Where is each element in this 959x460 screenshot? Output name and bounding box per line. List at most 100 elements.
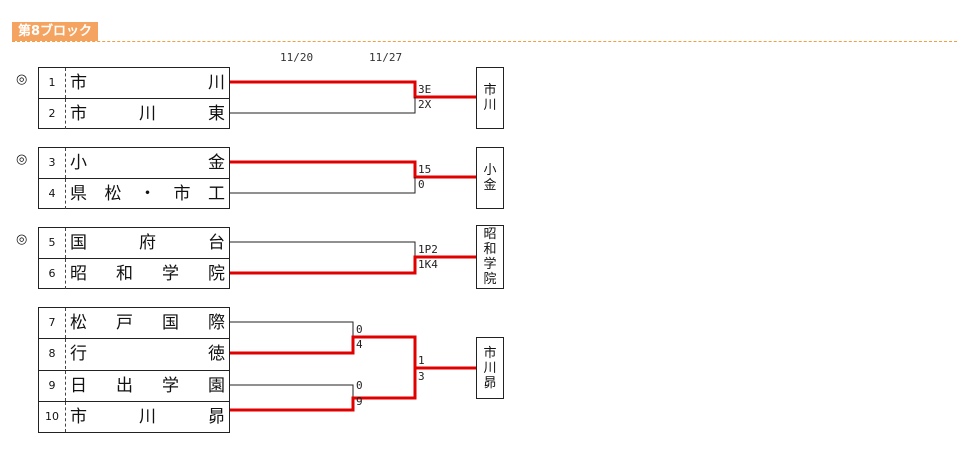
lose-line [230,321,354,337]
team-name-char: 松 [70,313,87,333]
winner-box: 市川 [476,67,504,129]
winner-name-char: 小 [483,163,497,178]
team-name-char: 市 [70,73,87,93]
team-name-char: 学 [162,376,179,396]
team-name-char: 川 [208,73,225,93]
team-name: 行徳 [70,339,225,369]
team-row: 5 国府台 [39,228,229,258]
score: 1K4 [418,258,438,271]
team-name-char: 金 [208,153,225,173]
team-name-char: 院 [208,264,225,284]
team-row: 1 市川 [39,68,229,98]
team-name-char: 園 [208,376,225,396]
team-name-char: 徳 [208,344,225,364]
team-name: 市川昴 [70,402,225,432]
team-row: 6 昭和学院 [39,258,229,289]
score: 1 [418,354,425,367]
match-3-lines [230,241,476,275]
win-line [230,366,476,412]
team-name-char: 学 [162,264,179,284]
match-5-lines [230,366,476,412]
winner-box: 市川昴 [476,337,504,399]
round2-date: 11/27 [369,51,403,64]
seed-number: 7 [39,308,66,338]
block-title: 第8ブロック [12,22,99,41]
team-row: 9 日出学園 [39,370,229,401]
lose-line [230,384,354,400]
team-name-char: 市 [70,104,87,124]
lose-line [230,241,416,257]
team-name: 県松・市工 [70,179,225,209]
lose-line [230,177,416,194]
winner-name-char: 昭 [483,227,497,242]
winner-name-char: 川 [483,360,497,376]
team-name-char: 和 [116,264,133,284]
team-name: 日出学園 [70,371,225,401]
score: 0 [418,178,425,191]
team-name-char: 日 [70,376,87,396]
winner-name-char: 市 [483,83,497,98]
team-name: 松戸国際 [70,308,225,338]
team-name-char: 府 [139,233,156,253]
match-4-lines [230,321,417,368]
seed-number: 10 [39,402,66,432]
team-name-char: 小 [70,153,87,173]
winner-box: 昭和学院 [476,225,504,289]
match-1-lines [230,80,476,114]
winner-box: 小金 [476,147,504,209]
team-name-char: 東 [208,104,225,124]
score: 2X [418,98,432,111]
winner-name-char: 市 [483,345,497,361]
team-name-char: 際 [208,313,225,333]
team-row: 7 松戸国際 [39,308,229,338]
seed-mark: ◎ [16,152,28,167]
team-name: 市川東 [70,99,225,129]
win-line [230,335,417,368]
team-name-char: 川 [139,407,156,427]
score: 15 [418,163,432,176]
score: 4 [356,338,363,351]
seed-number: 4 [39,179,66,209]
seed-mark: ◎ [16,232,28,247]
team-row: 2 市 川 東 [39,98,229,129]
lose-line [230,97,416,114]
team-name: 小金 [70,148,225,178]
winner-name-char: 院 [483,272,497,287]
team-row: 3 小金 [39,148,229,178]
score: 9 [356,395,363,408]
team-pair-2: 3 小金 4 県松・市工 [38,147,230,209]
winner-name-char: 金 [483,178,497,193]
winner-name-char: 学 [483,257,497,272]
team-row: 8 行徳 [39,338,229,369]
team-pair-1: 1 市川 2 市川東 [38,67,230,129]
seed-number: 2 [39,99,66,129]
score: 3E [418,83,432,96]
team-group-4: 7 松戸国際 8 行徳 9 日出学園 10 市川昴 [38,307,230,433]
winner-name-char: 和 [483,242,497,257]
team-row: 4 県松・市工 [39,178,229,209]
match-2-lines [230,160,476,194]
seed-mark: ◎ [16,72,28,87]
winner-name-char: 川 [483,98,497,113]
win-line [230,255,476,275]
team-name-char: 工 [208,184,225,204]
team-pair-3: 5 国府台 6 昭和学院 [38,227,230,289]
seed-number: 5 [39,228,66,258]
team-name-char: 国 [70,233,87,253]
team-name-char: 昭 [70,264,87,284]
team-name-char: ・ [139,184,156,204]
win-line [230,80,476,99]
team-name-char: 川 [139,104,156,124]
score: 0 [356,323,363,336]
team-name-char: 県 [70,184,87,204]
seed-number: 3 [39,148,66,178]
title-divider [12,41,957,42]
team-name: 昭和学院 [70,259,225,289]
team-name-char: 国 [162,313,179,333]
score: 0 [356,379,363,392]
round1-date: 11/20 [280,51,314,64]
team-name-char: 市 [70,407,87,427]
team-name-char: 出 [116,376,133,396]
team-name-char: 松 [104,184,122,204]
